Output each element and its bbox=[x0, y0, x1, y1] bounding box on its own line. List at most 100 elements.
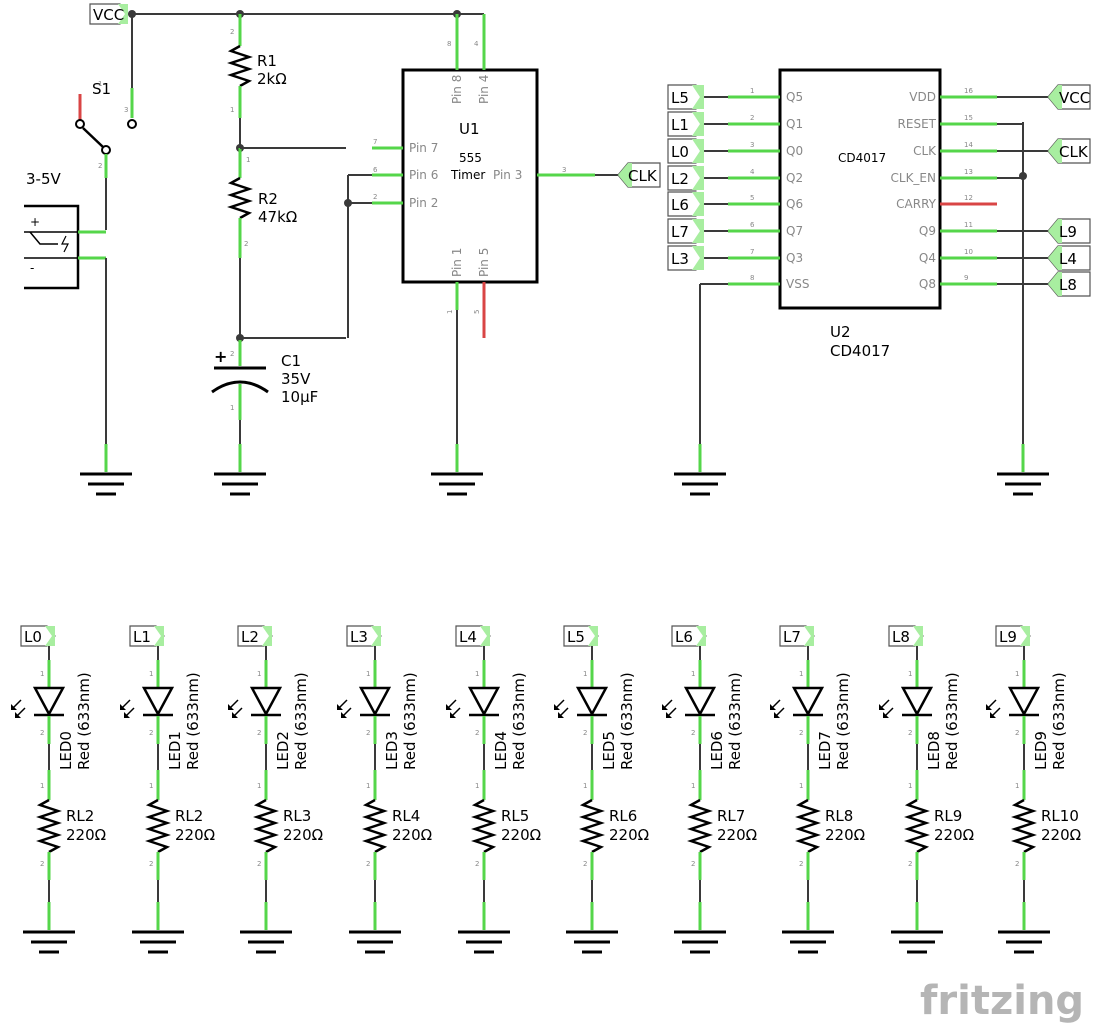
net-flag-label: VCC bbox=[1059, 89, 1090, 107]
svg-text:1: 1 bbox=[475, 782, 479, 790]
net-flag-label: L1 bbox=[133, 628, 151, 646]
ic-u2-cd4017: CD4017 U2 CD4017 bbox=[778, 68, 942, 360]
svg-text:2: 2 bbox=[40, 860, 44, 868]
led-symbol bbox=[337, 686, 392, 718]
led-color: Red (633nm) bbox=[184, 672, 202, 770]
net-flag-l5: L5 bbox=[563, 625, 599, 647]
led-name: LED3 bbox=[383, 731, 401, 770]
net-flag-l5: L5 bbox=[667, 84, 705, 110]
u2-pin-label: VDD bbox=[909, 90, 936, 104]
net-flag-l2: L2 bbox=[237, 625, 273, 647]
u2-pin-number: 10 bbox=[964, 248, 973, 256]
net-flag-label: L3 bbox=[671, 250, 689, 268]
svg-text:1: 1 bbox=[149, 782, 153, 790]
resistor-value: 220Ω bbox=[283, 826, 323, 844]
svg-text:6: 6 bbox=[373, 166, 378, 174]
u2-name: U2 bbox=[830, 323, 851, 341]
u2-pin-label: Q0 bbox=[786, 144, 803, 158]
switch-s1: S1 1 3 2 bbox=[75, 80, 137, 230]
vcc-flag-label: VCC bbox=[93, 6, 124, 24]
net-flag-l8: L8 bbox=[888, 625, 924, 647]
svg-text:2: 2 bbox=[98, 162, 102, 170]
vcc-rail bbox=[126, 10, 484, 118]
u2-pin-label: CLK bbox=[913, 144, 937, 158]
svg-text:2: 2 bbox=[691, 729, 695, 737]
svg-text:1: 1 bbox=[691, 670, 695, 678]
svg-text:1: 1 bbox=[230, 404, 234, 412]
u2-pin-number: 6 bbox=[750, 221, 755, 229]
net-flag-l7: L7 bbox=[667, 218, 705, 244]
led-symbol bbox=[986, 686, 1041, 718]
svg-text:1: 1 bbox=[149, 670, 153, 678]
svg-text:1: 1 bbox=[40, 670, 44, 678]
net-flag-label: L9 bbox=[1059, 223, 1077, 241]
led-name: LED0 bbox=[57, 731, 75, 770]
svg-text:2: 2 bbox=[230, 350, 234, 358]
u1-pin8-label: Pin 8 bbox=[450, 75, 464, 104]
net-flag-l9: L9 bbox=[1047, 218, 1091, 244]
net-flag-label: L8 bbox=[892, 628, 910, 646]
u2-pin-number: 13 bbox=[964, 168, 973, 176]
u2-pin-number: 1 bbox=[750, 87, 754, 95]
svg-text:2: 2 bbox=[475, 860, 479, 868]
u2-pin-number: 2 bbox=[750, 114, 754, 122]
s1-label: S1 bbox=[92, 80, 111, 98]
clk-flag-u1: CLK bbox=[617, 162, 661, 188]
net-flag-label: L6 bbox=[675, 628, 693, 646]
resistor-r1: 2 1 R1 2kΩ bbox=[227, 14, 287, 148]
net-flag-l3: L3 bbox=[667, 245, 705, 271]
u2-pin-number: 5 bbox=[750, 194, 754, 202]
resistor-value: 220Ω bbox=[717, 826, 757, 844]
svg-text:+: + bbox=[214, 347, 227, 366]
led-symbol bbox=[120, 686, 175, 718]
net-flag-label: L8 bbox=[1059, 276, 1077, 294]
svg-text:2: 2 bbox=[149, 860, 153, 868]
led-name: LED5 bbox=[600, 731, 618, 770]
svg-text:2: 2 bbox=[799, 729, 803, 737]
led-color: Red (633nm) bbox=[510, 672, 528, 770]
battery-label: 3-5V bbox=[26, 170, 61, 188]
u1-pin2-label: Pin 2 bbox=[409, 196, 438, 210]
capacitor-c1: + 2 1 C1 35V 10µF bbox=[211, 334, 318, 496]
svg-text:2: 2 bbox=[583, 860, 587, 868]
net-flag-label: CLK bbox=[1059, 143, 1089, 161]
svg-text:7: 7 bbox=[373, 138, 377, 146]
resistor-name: RL10 bbox=[1041, 807, 1079, 825]
led-symbol bbox=[11, 686, 66, 718]
led-name: LED8 bbox=[925, 731, 943, 770]
led-name: LED9 bbox=[1032, 731, 1050, 770]
u2-pin-label: CARRY bbox=[896, 197, 936, 211]
led-color: Red (633nm) bbox=[618, 672, 636, 770]
svg-text:1: 1 bbox=[1015, 670, 1019, 678]
u2-pin-number: 9 bbox=[964, 274, 968, 282]
svg-text:1: 1 bbox=[908, 670, 912, 678]
u1-pin3-label: Pin 3 bbox=[493, 168, 522, 182]
svg-text:1: 1 bbox=[799, 782, 803, 790]
u1-pin1-label: Pin 1 bbox=[450, 248, 464, 277]
resistor-value: 220Ω bbox=[66, 826, 106, 844]
svg-text:2: 2 bbox=[257, 860, 261, 868]
resistor-name: RL3 bbox=[283, 807, 311, 825]
u2-pin-label: Q7 bbox=[786, 224, 803, 238]
svg-text:1: 1 bbox=[583, 670, 587, 678]
resistor-name: RL7 bbox=[717, 807, 745, 825]
u1-name: U1 bbox=[459, 120, 480, 138]
svg-text:1: 1 bbox=[246, 156, 250, 164]
net-flag-l2: L2 bbox=[667, 165, 705, 191]
svg-text:2: 2 bbox=[366, 860, 370, 868]
resistor-name: RL6 bbox=[609, 807, 637, 825]
net-flag-l0: L0 bbox=[667, 138, 705, 164]
u2-pin-number: 4 bbox=[750, 168, 755, 176]
led-name: LED1 bbox=[166, 731, 184, 770]
u1-pin7-label: Pin 7 bbox=[409, 141, 438, 155]
svg-text:1: 1 bbox=[691, 782, 695, 790]
led-name: LED2 bbox=[274, 731, 292, 770]
